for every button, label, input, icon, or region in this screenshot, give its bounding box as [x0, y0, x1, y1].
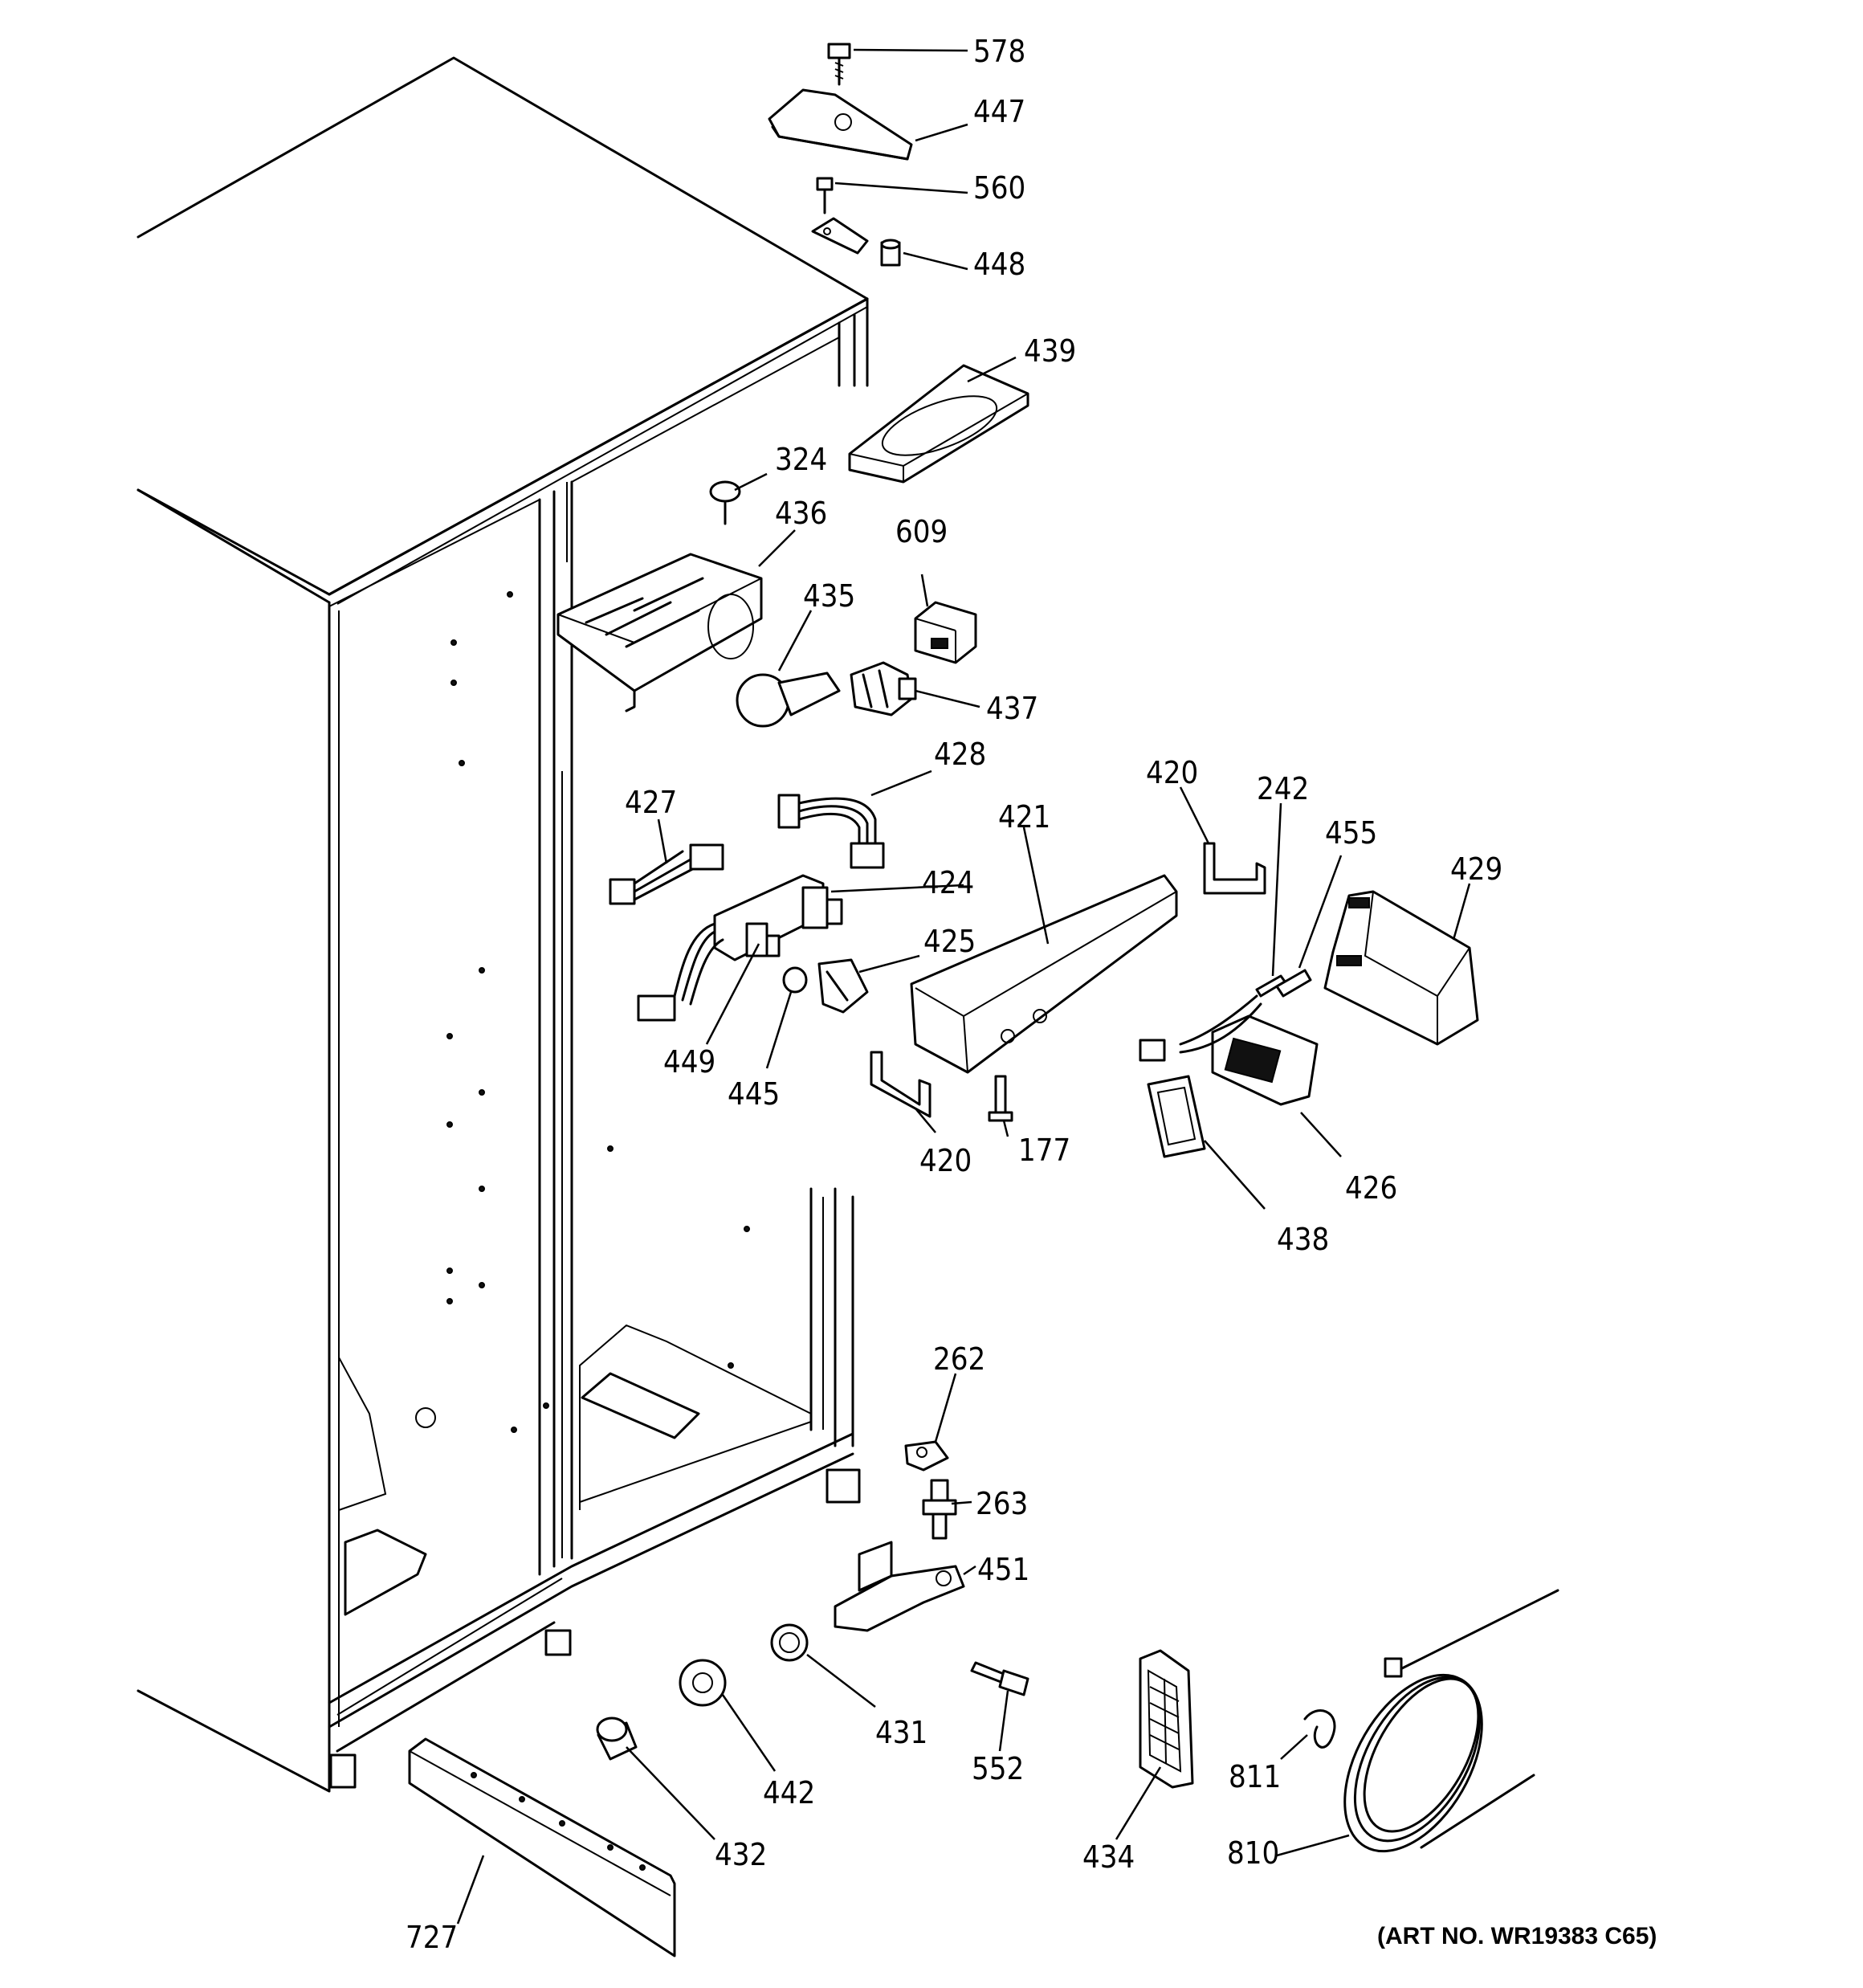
callout-442: 442 — [763, 1775, 815, 1810]
part-451-bottom-hinge — [834, 1541, 965, 1632]
refrigerator-cabinet — [137, 56, 869, 1793]
callout-177: 177 — [1018, 1133, 1070, 1168]
callout-727: 727 — [406, 1920, 458, 1955]
callout-420-lower: 420 — [919, 1143, 972, 1178]
callout-435: 435 — [803, 578, 855, 614]
part-427-wire-harness — [609, 843, 724, 905]
part-425-knob — [817, 958, 869, 1014]
callout-455: 455 — [1325, 815, 1377, 851]
part-431-bushing — [770, 1623, 809, 1662]
callout-437: 437 — [986, 691, 1038, 726]
part-426-control-board — [1139, 994, 1319, 1106]
part-439-light-shield — [848, 364, 1029, 484]
callout-425: 425 — [923, 924, 976, 959]
callout-420-upper: 420 — [1146, 755, 1198, 790]
part-432-spacer — [596, 1717, 638, 1761]
callout-609: 609 — [895, 514, 948, 549]
callout-447: 447 — [973, 94, 1025, 129]
callout-552: 552 — [972, 1751, 1024, 1786]
callout-445: 445 — [728, 1076, 780, 1112]
part-420-bracket-upper — [1203, 842, 1266, 895]
callout-811: 811 — [1229, 1759, 1281, 1794]
part-177-screw — [988, 1075, 1013, 1122]
part-811-clip — [1303, 1709, 1336, 1749]
part-447-hinge-cover — [768, 88, 913, 161]
part-552-screw — [970, 1661, 1029, 1696]
part-437-light-socket — [850, 661, 917, 716]
part-424-temperature-control — [637, 874, 843, 1022]
part-455-sleeve — [1275, 969, 1312, 998]
callout-578: 578 — [973, 34, 1025, 69]
callout-439: 439 — [1024, 333, 1076, 369]
callout-429: 429 — [1450, 851, 1502, 887]
leader-lines — [456, 48, 1471, 1925]
part-727-toe-grille — [408, 1737, 676, 1957]
part-438-gasket — [1147, 1075, 1206, 1158]
callout-449: 449 — [663, 1044, 715, 1080]
part-436-light-housing — [556, 553, 763, 712]
callout-426: 426 — [1345, 1170, 1397, 1206]
part-262-cam — [904, 1440, 949, 1472]
callout-436: 436 — [775, 496, 827, 531]
callout-434: 434 — [1082, 1839, 1135, 1875]
art-number: (ART NO. WR19383 C65) — [1377, 1923, 1657, 1949]
part-445-spacer — [782, 966, 808, 994]
part-442-washer — [679, 1659, 727, 1707]
callout-427: 427 — [625, 785, 677, 820]
callout-labels: 578 447 560 448 439 324 436 609 435 437 … — [406, 34, 1657, 1955]
callout-431: 431 — [875, 1715, 927, 1750]
part-560-screw — [816, 177, 834, 214]
part-434-grille — [1139, 1649, 1194, 1789]
callout-451: 451 — [977, 1552, 1029, 1587]
callout-428: 428 — [934, 737, 986, 772]
part-435-light-bulb — [736, 672, 841, 728]
callout-810: 810 — [1227, 1835, 1279, 1871]
callout-560: 560 — [973, 170, 1025, 206]
callout-262: 262 — [933, 1341, 985, 1377]
callout-421: 421 — [998, 799, 1050, 835]
part-448-hinge — [811, 217, 901, 267]
part-609-switch — [914, 601, 977, 664]
callout-438: 438 — [1277, 1222, 1329, 1257]
part-420-bracket-lower — [870, 1051, 932, 1118]
part-263-hinge-pin — [922, 1479, 957, 1540]
callout-432: 432 — [715, 1837, 767, 1872]
callout-448: 448 — [973, 247, 1025, 282]
part-810-water-line — [1343, 1589, 1559, 1853]
part-578-screw — [827, 43, 851, 86]
callout-424: 424 — [922, 865, 974, 900]
callout-324: 324 — [775, 442, 827, 477]
part-428-wire-harness — [777, 794, 885, 869]
part-421-control-housing — [910, 874, 1178, 1074]
callout-242: 242 — [1257, 771, 1309, 806]
part-429-control-housing — [1323, 890, 1479, 1046]
callout-263: 263 — [976, 1486, 1028, 1521]
part-324-screw — [709, 480, 741, 525]
